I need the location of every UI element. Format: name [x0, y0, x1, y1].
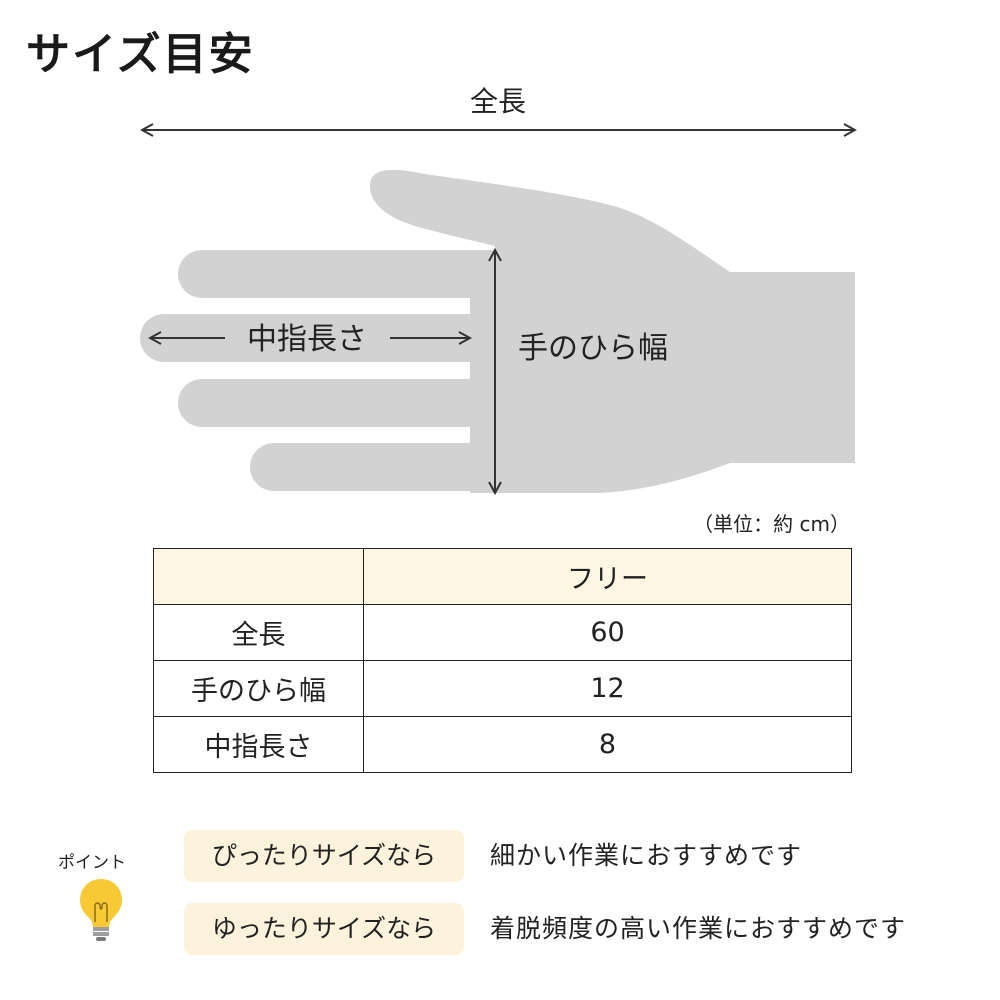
row-value: 8 — [363, 716, 852, 773]
glove-silhouette — [140, 169, 855, 493]
loose-fit-tag: ゆったりサイズなら — [184, 903, 464, 955]
finger-ring — [178, 379, 508, 427]
row-label: 中指長さ — [153, 716, 364, 773]
page-title: サイズ目安 — [26, 29, 255, 80]
table-header-size: フリー — [363, 548, 852, 605]
glove-size-diagram: 全長 中指長さ 手のひら幅 — [140, 85, 1000, 520]
table-row: 全長 60 — [153, 604, 852, 661]
table-header-row: フリー — [153, 548, 852, 605]
middle-finger-label: 中指長さ — [247, 322, 367, 357]
row-label: 手のひら幅 — [153, 660, 364, 717]
palm-width-label: 手のひら幅 — [518, 331, 668, 366]
table-row: 手のひら幅 12 — [153, 660, 852, 717]
thumb-and-cuff — [370, 169, 855, 493]
finger-middle — [140, 314, 508, 362]
tight-fit-tag: ぴったりサイズなら — [184, 830, 464, 882]
table-row: 中指長さ 8 — [153, 716, 852, 773]
size-table: フリー 全長 60 手のひら幅 12 中指長さ 8 — [153, 548, 852, 773]
loose-fit-description: 着脱頻度の高い作業におすすめです — [490, 914, 907, 943]
row-label: 全長 — [153, 604, 364, 661]
table-header-empty — [153, 548, 364, 605]
row-value: 12 — [363, 660, 852, 717]
unit-note: （単位：約 cm） — [693, 512, 850, 536]
tight-fit-description: 細かい作業におすすめです — [490, 841, 803, 870]
point-label: ポイント — [58, 853, 126, 873]
row-value: 60 — [363, 604, 852, 661]
palm — [470, 250, 530, 493]
finger-index — [178, 250, 508, 298]
finger-little — [250, 443, 508, 491]
total-length-label: 全長 — [470, 85, 526, 118]
lightbulb-icon — [80, 879, 122, 941]
